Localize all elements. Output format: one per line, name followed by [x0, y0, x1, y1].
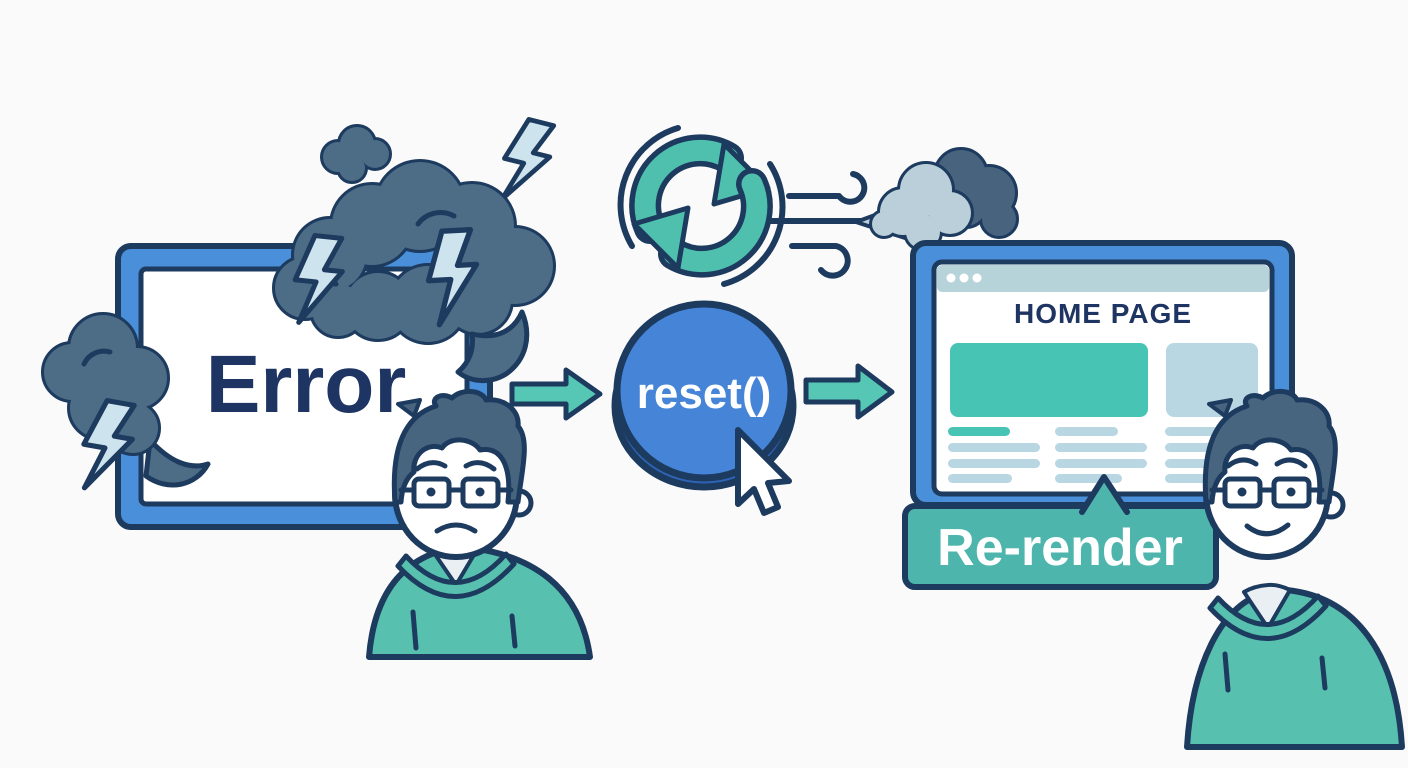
happy-developer: [1184, 389, 1405, 750]
glasses-icon: [1209, 476, 1325, 509]
eye: [1237, 487, 1247, 497]
happy-eyebrow: [1225, 457, 1259, 469]
storm-cloud-icon: [44, 315, 211, 495]
arrow-right-icon: [803, 363, 895, 420]
arrow-right-icon: [509, 367, 603, 421]
happy-eyebrow: [1274, 457, 1308, 469]
window-dots-icon: [946, 273, 982, 283]
eye: [475, 487, 485, 497]
refresh-arrows-icon: [617, 125, 786, 287]
reset-button-label: reset(): [637, 369, 772, 418]
banner-notch: [1079, 474, 1130, 515]
browser-titlebar: [937, 265, 1269, 292]
hero-block: [950, 343, 1148, 417]
frown-mouth: [434, 522, 478, 534]
hair: [1202, 389, 1338, 505]
worried-eyebrow: [414, 460, 448, 472]
mouse-cursor-icon: [735, 427, 792, 516]
smile-mouth: [1244, 522, 1291, 537]
storm-cloud-icon: [275, 116, 557, 383]
side-block: [1166, 343, 1258, 417]
worried-eyebrow: [463, 460, 497, 472]
rerender-banner: Re-render: [902, 474, 1219, 590]
browser-window: HOME PAGE: [910, 240, 1295, 508]
wind-smoke-icon: [767, 150, 1016, 279]
hair: [391, 389, 527, 505]
glasses-icon: [398, 476, 514, 509]
browser-page-title: HOME PAGE: [1014, 298, 1192, 329]
sad-developer: [366, 389, 593, 660]
eye: [426, 487, 436, 497]
eye: [1286, 487, 1296, 497]
rerender-label: Re-render: [937, 519, 1183, 577]
smoke-wisp-icon: [455, 309, 530, 383]
error-label: Error: [206, 339, 407, 430]
